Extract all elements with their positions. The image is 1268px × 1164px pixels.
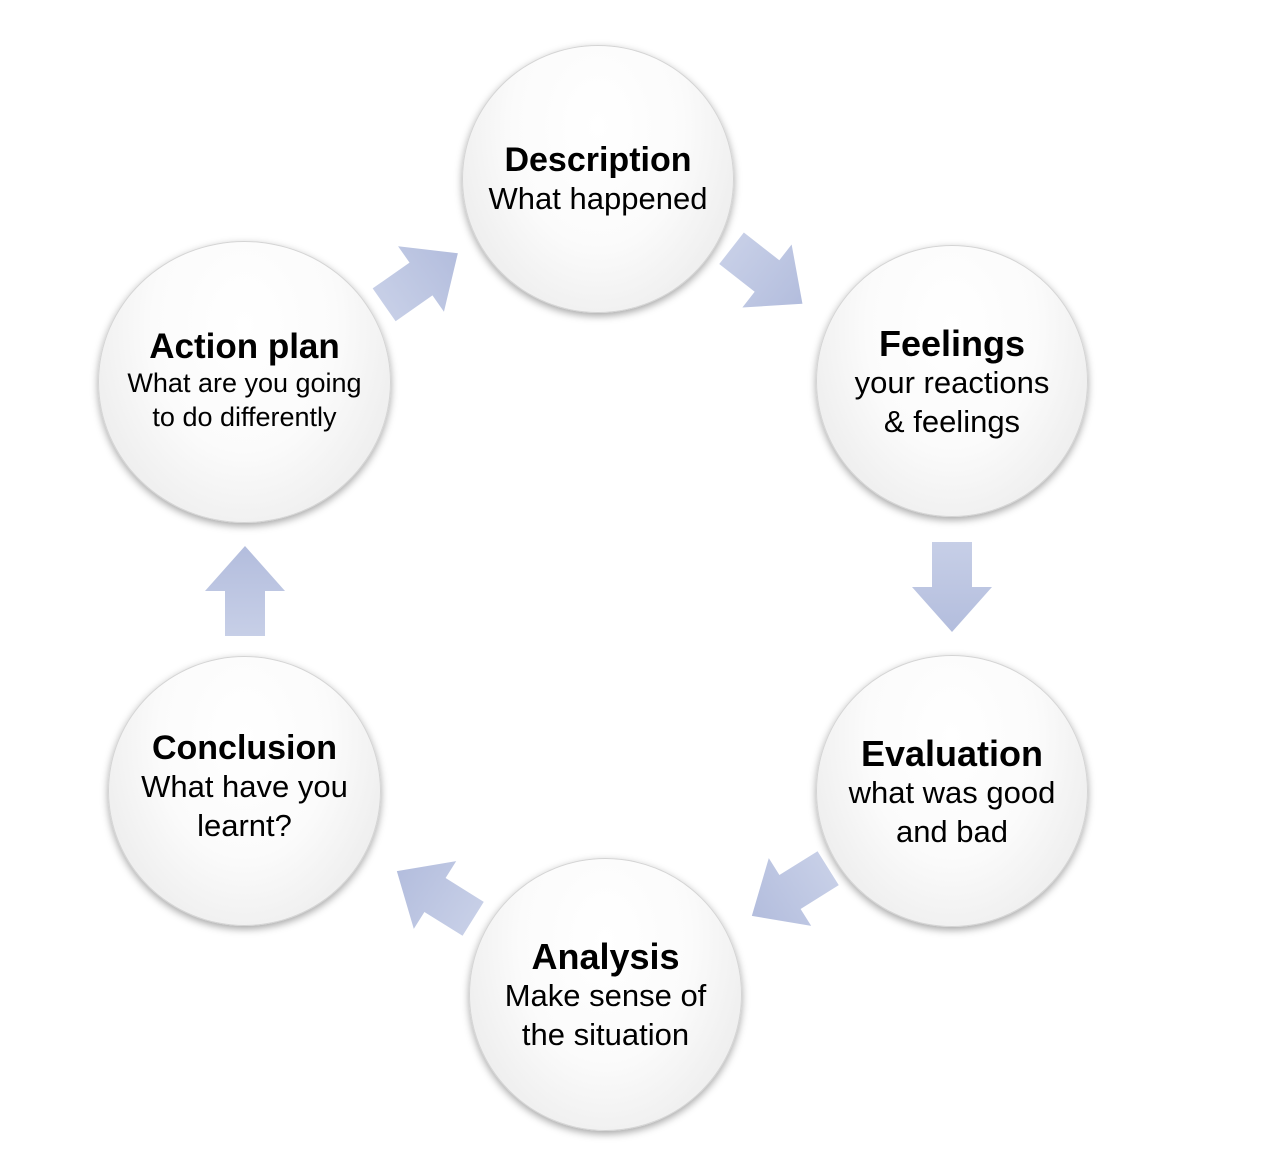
node-evaluation-title: Evaluation [860, 732, 1044, 774]
arrow-action-plan-to-description-icon [361, 220, 481, 337]
node-conclusion-text: What have you learnt? [141, 768, 348, 843]
arrow-conclusion-to-action-plan-icon [205, 546, 285, 636]
node-evaluation-text: what was good and bad [848, 774, 1056, 849]
arrow-description-to-feelings-icon [707, 217, 827, 335]
node-conclusion-title: Conclusion [151, 728, 338, 767]
node-feelings-title: Feelings [878, 322, 1026, 364]
arrow-analysis-to-conclusion-icon [376, 837, 495, 953]
node-analysis-text: Make sense of the situation [504, 978, 707, 1053]
arrow-feelings-to-evaluation-icon [912, 542, 992, 632]
node-action-plan: Action plan What are you going to do dif… [98, 241, 391, 523]
node-analysis-title: Analysis [531, 936, 680, 978]
node-feelings: Feelings your reactions & feelings [816, 245, 1088, 517]
node-analysis: Analysis Make sense of the situation [469, 858, 742, 1131]
node-action-plan-text: What are you going to do differently [127, 368, 362, 433]
node-description-text: What happened [488, 181, 708, 217]
arrow-evaluation-to-analysis-icon [731, 834, 850, 950]
node-action-plan-title: Action plan [149, 327, 340, 367]
node-evaluation: Evaluation what was good and bad [816, 655, 1088, 927]
node-description: Description What happened [462, 45, 734, 313]
node-feelings-text: your reactions & feelings [854, 364, 1050, 439]
node-description-title: Description [504, 141, 692, 180]
node-conclusion: Conclusion What have you learnt? [108, 656, 381, 926]
